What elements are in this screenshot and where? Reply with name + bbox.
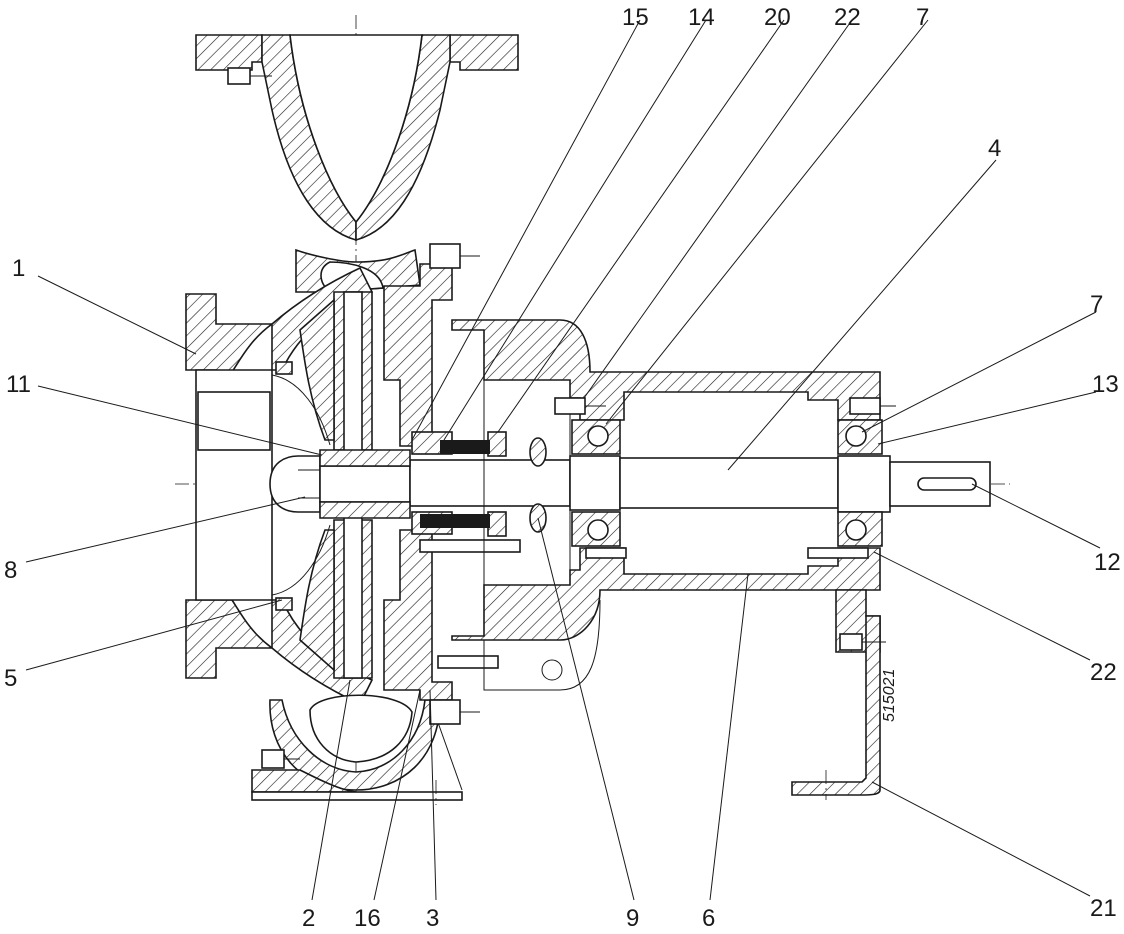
callout-4: 4 xyxy=(988,135,1001,162)
callout-3: 3 xyxy=(426,905,439,932)
callout-2: 2 xyxy=(302,905,315,932)
deflector xyxy=(529,437,547,467)
leader-lines xyxy=(25,19,1101,901)
callout-6: 6 xyxy=(702,905,715,932)
callout-13: 13 xyxy=(1092,371,1119,398)
callout-22-right: 22 xyxy=(1090,659,1117,686)
shaft xyxy=(319,455,991,513)
callout-22-top: 22 xyxy=(834,4,861,31)
callout-21: 21 xyxy=(1090,895,1117,922)
drawing-number: 515021 xyxy=(881,669,898,722)
volute-casing xyxy=(185,34,519,805)
support-foot xyxy=(791,615,881,796)
bearing-outboard xyxy=(837,419,883,547)
callout-14: 14 xyxy=(688,4,715,31)
callout-16: 16 xyxy=(354,905,381,932)
callout-9: 9 xyxy=(626,905,639,932)
callout-20: 20 xyxy=(764,4,791,31)
callout-5: 5 xyxy=(4,665,17,692)
shaft-sleeve xyxy=(319,449,411,467)
callout-12: 12 xyxy=(1094,549,1121,576)
casing-cover xyxy=(383,243,521,725)
callout-11: 11 xyxy=(6,371,31,398)
callout-8: 8 xyxy=(4,557,17,584)
callout-labels: 1 11 8 5 2 16 3 9 6 15 14 20 22 7 4 7 13… xyxy=(4,4,1121,932)
mechanical-seal xyxy=(411,431,507,537)
callout-7-right: 7 xyxy=(1090,291,1103,318)
callout-1: 1 xyxy=(12,255,25,282)
bearing-inboard xyxy=(571,419,621,547)
callout-7-top: 7 xyxy=(916,4,929,31)
wear-ring-lower xyxy=(275,597,293,611)
callout-15: 15 xyxy=(622,4,649,31)
wear-ring-upper xyxy=(275,361,293,375)
